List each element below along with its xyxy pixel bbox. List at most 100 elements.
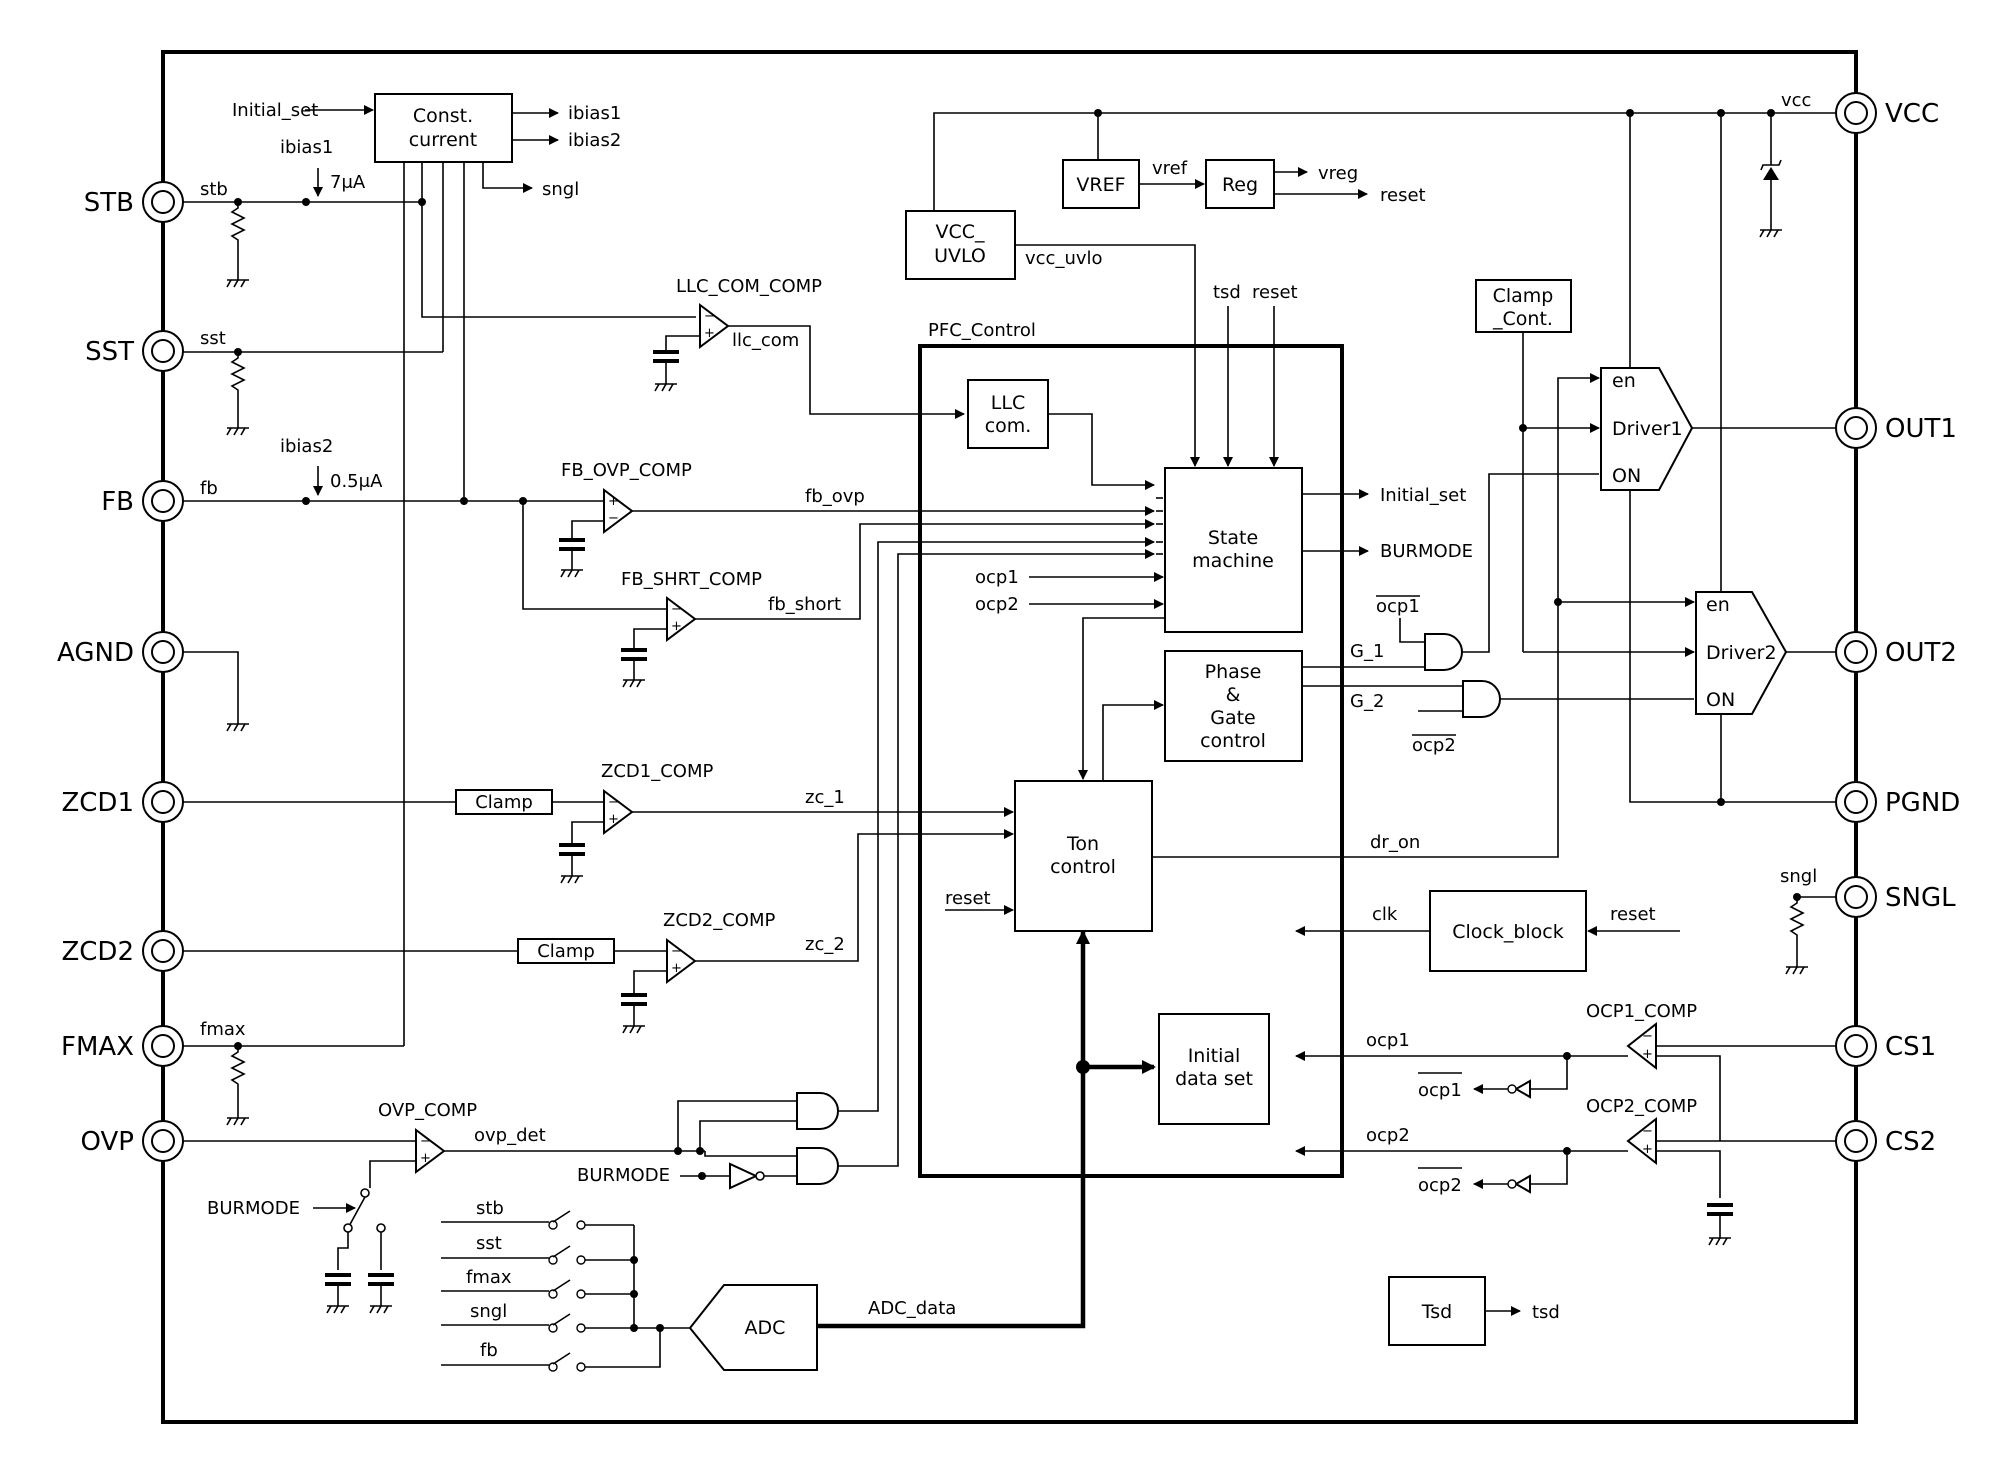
svg-text:_Cont.: _Cont.	[1492, 308, 1553, 330]
pin-label-sngl: SNGL	[1885, 883, 1956, 913]
pin-label-fmax: FMAX	[61, 1032, 134, 1062]
svg-text:Phase: Phase	[1205, 661, 1262, 683]
ovp-comp-label: OVP_COMP	[378, 1100, 477, 1121]
pfc-control-label: PFC_Control	[928, 320, 1036, 341]
svg-text:en: en	[1706, 594, 1730, 616]
svg-text:+: +	[671, 961, 682, 976]
svg-text:VCC_: VCC_	[935, 221, 985, 243]
svg-text:Reg: Reg	[1222, 174, 1258, 196]
stb-net-label: stb	[200, 179, 228, 200]
sst-net-label: sst	[200, 328, 226, 349]
tsd-block: Tsd	[1388, 1276, 1486, 1346]
adc-input-switches	[441, 1210, 690, 1372]
ocp2-sm-input-label: ocp2	[975, 594, 1019, 615]
reset-ton-input-label: reset	[945, 888, 991, 909]
svg-text:Const.: Const.	[413, 105, 473, 127]
svg-text:+: +	[1642, 1142, 1653, 1157]
svg-text:com.: com.	[985, 415, 1032, 437]
adc-input-stb: stb	[476, 1198, 504, 1219]
pin-label-zcd1: ZCD1	[61, 788, 134, 818]
svg-text:Initial: Initial	[1188, 1045, 1241, 1067]
svg-text:Tsd: Tsd	[1421, 1301, 1452, 1323]
ibias2-output-label: ibias2	[568, 130, 621, 151]
pin-sngl	[1835, 876, 1877, 918]
ocp2-comparator	[1626, 1116, 1657, 1166]
svg-text:ADC: ADC	[745, 1317, 786, 1339]
svg-text:Driver1: Driver1	[1612, 418, 1683, 440]
pin-label-out2: OUT2	[1885, 638, 1957, 668]
ibias2-current-label: 0.5μA	[330, 471, 383, 492]
svg-text:+: +	[1642, 1047, 1653, 1062]
tsd-signal-label: tsd	[1532, 1302, 1560, 1323]
svg-text:+: +	[420, 1151, 431, 1166]
g2-signal-label: G_2	[1350, 691, 1384, 712]
zcd2-clamp: Clamp	[517, 938, 615, 964]
svg-text:data set: data set	[1175, 1068, 1253, 1090]
svg-text:+: +	[671, 619, 682, 634]
state-machine-block: State machine	[1164, 467, 1303, 633]
ton-control-block: Ton control	[1014, 780, 1153, 932]
and-gate-upper	[796, 1092, 839, 1130]
burmode-output-label: BURMODE	[1380, 541, 1473, 562]
svg-text:control: control	[1050, 856, 1116, 878]
fb-net-label: fb	[200, 478, 218, 499]
pin-out2	[1835, 631, 1877, 673]
svg-text:&: &	[1226, 684, 1241, 706]
initial-set-output-label: Initial_set	[1380, 485, 1466, 506]
burmode-gate-label: BURMODE	[577, 1165, 670, 1186]
pin-fb	[142, 480, 184, 522]
and-gate-g2	[1462, 680, 1501, 718]
pin-label-vcc: VCC	[1885, 99, 1939, 129]
fmax-net-label: fmax	[200, 1019, 246, 1040]
inverter-burmode	[729, 1162, 759, 1190]
pin-label-ovp: OVP	[81, 1127, 134, 1157]
ocp1-bar-output-label: ocp1	[1418, 1080, 1462, 1101]
pin-cs2	[1835, 1120, 1877, 1162]
vcc-uvlo-block: VCC_ UVLO	[905, 210, 1016, 280]
svg-text:−: −	[704, 309, 715, 324]
svg-text:−: −	[608, 795, 619, 810]
vcc-uvlo-signal-label: vcc_uvlo	[1025, 248, 1103, 269]
initial-set-input-label: Initial_set	[232, 100, 318, 121]
pin-out1	[1835, 407, 1877, 449]
svg-text:Clamp: Clamp	[475, 792, 533, 813]
llc-com-block: LLC com.	[967, 379, 1049, 449]
pin-label-fb: FB	[101, 487, 134, 517]
ocp1-comparator	[1626, 1021, 1657, 1071]
pin-ovp	[142, 1120, 184, 1162]
svg-text:Driver2: Driver2	[1706, 642, 1777, 664]
svg-text:UVLO: UVLO	[934, 245, 986, 267]
svg-text:ON: ON	[1612, 465, 1641, 487]
sngl-output-label: sngl	[542, 179, 579, 200]
pin-zcd2	[142, 930, 184, 972]
svg-text:Gate: Gate	[1210, 707, 1256, 729]
svg-text:LLC: LLC	[991, 392, 1025, 414]
ovp-det-signal-label: ovp_det	[474, 1125, 546, 1146]
pin-label-sst: SST	[85, 337, 134, 367]
svg-text:Clamp: Clamp	[1493, 285, 1554, 307]
ocp2-comp-label: OCP2_COMP	[1586, 1096, 1697, 1117]
clock-block: Clock_block	[1429, 890, 1587, 972]
ocp1-comp-label: OCP1_COMP	[1586, 1001, 1697, 1022]
inverter-ocp1	[1513, 1079, 1531, 1099]
vcc-net-label: vcc	[1781, 90, 1811, 111]
const-current-block: Const. current	[374, 93, 513, 163]
svg-text:−: −	[1642, 1124, 1653, 1139]
adc-block: ADC	[688, 1284, 818, 1371]
reset-reg-output-label: reset	[1380, 185, 1426, 206]
ibias2-source-label: ibias2	[280, 436, 333, 457]
clamp-cont-block: Clamp _Cont.	[1475, 279, 1572, 333]
zc1-signal-label: zc_1	[805, 787, 845, 808]
svg-text:−: −	[420, 1134, 431, 1149]
llc-com-comp-label: LLC_COM_COMP	[676, 276, 822, 297]
adc-input-fb: fb	[480, 1340, 498, 1361]
pin-agnd	[142, 631, 184, 673]
svg-text:Ton: Ton	[1066, 833, 1099, 855]
ibias1-source-label: ibias1	[280, 137, 333, 158]
svg-text:−: −	[1642, 1029, 1653, 1044]
phase-gate-block: Phase & Gate control	[1164, 650, 1303, 762]
pin-label-agnd: AGND	[57, 638, 134, 668]
svg-text:machine: machine	[1192, 550, 1274, 572]
svg-text:en: en	[1612, 370, 1636, 392]
reg-block: Reg	[1205, 159, 1275, 209]
